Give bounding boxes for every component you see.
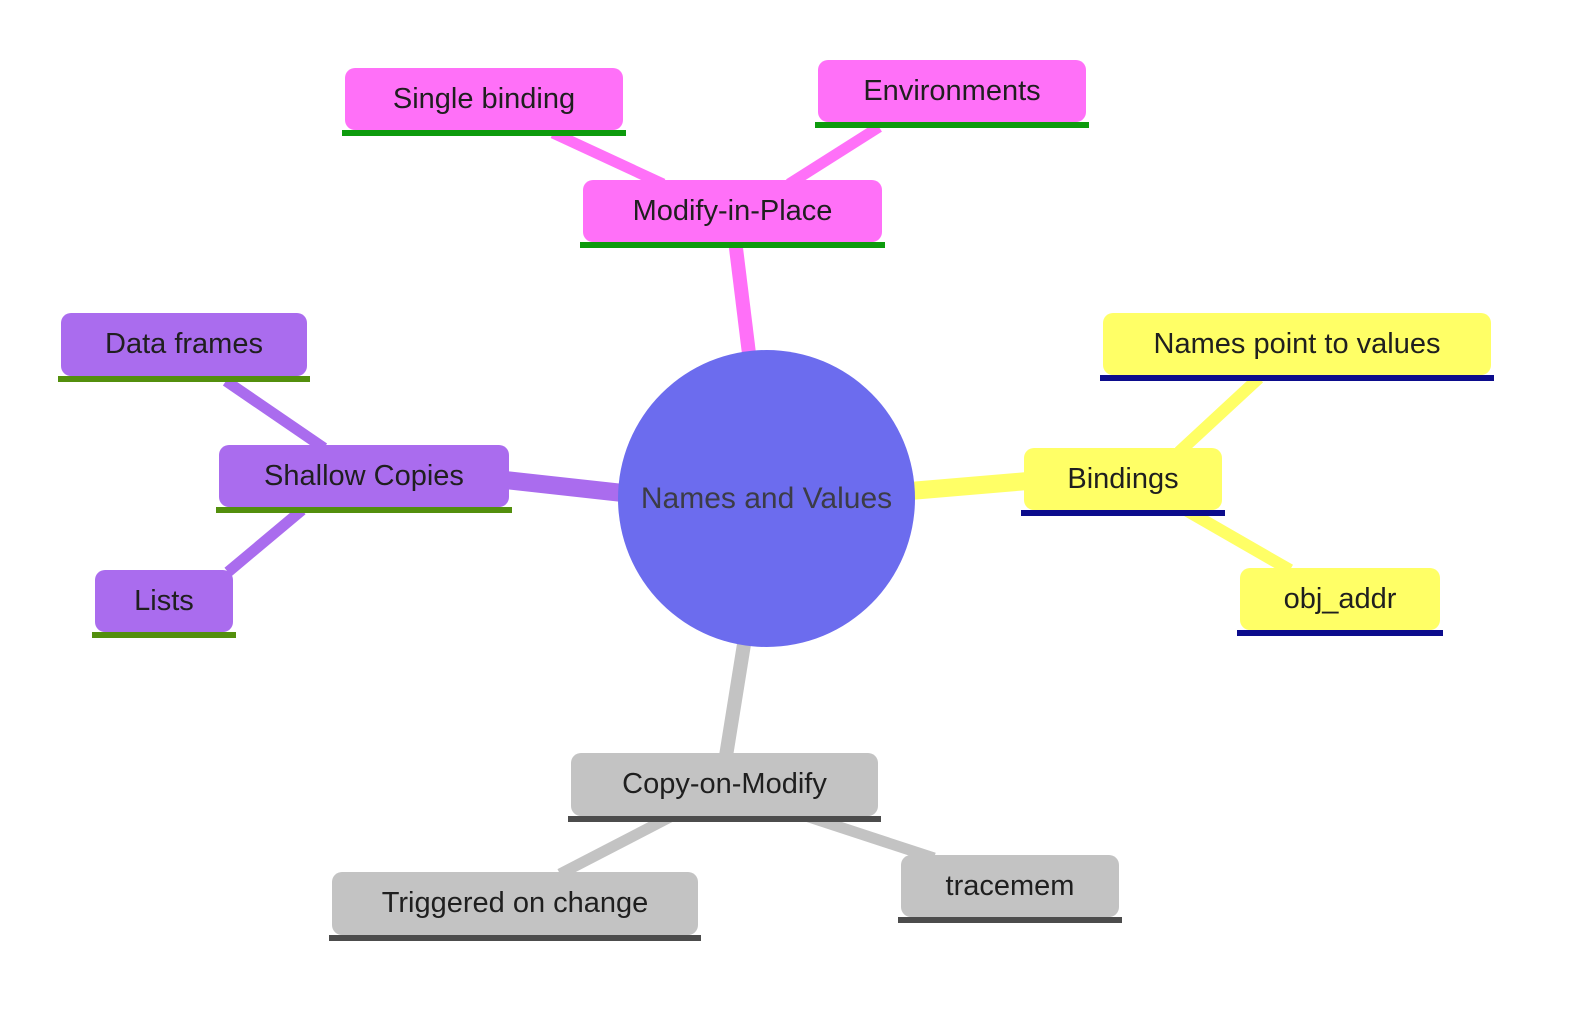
node-copy-on-modify[interactable]: Copy-on-Modify <box>568 753 881 822</box>
node-obj-addr-underline <box>1237 630 1443 636</box>
node-center-names-and-values[interactable]: Names and Values <box>618 350 915 647</box>
node-tracemem-underline <box>898 917 1122 923</box>
edge-modify-in-place-environments <box>786 122 882 189</box>
node-data-frames-underline <box>58 376 310 382</box>
node-names-point-to-values-label: Names point to values <box>1153 327 1441 360</box>
node-triggered-on-change-label: Triggered on change <box>381 887 649 919</box>
node-single-binding[interactable]: Single binding <box>342 68 626 136</box>
node-copy-on-modify-label: Copy-on-Modify <box>622 768 827 800</box>
node-environments-underline <box>815 122 1089 128</box>
node-modify-in-place-label: Modify-in-Place <box>632 194 833 227</box>
node-center-label: Names and Values <box>640 481 893 515</box>
node-names-point-to-values-underline <box>1100 375 1494 381</box>
node-data-frames[interactable]: Data frames <box>58 313 310 382</box>
node-single-binding-label: Single binding <box>392 82 576 115</box>
edge-bindings-names-point-to-values <box>1174 373 1264 457</box>
node-triggered-on-change-underline <box>329 935 701 941</box>
node-tracemem[interactable]: tracemem <box>898 855 1122 923</box>
node-triggered-on-change[interactable]: Triggered on change <box>329 872 701 941</box>
node-shallow-copies-underline <box>216 507 512 513</box>
edge-center-copy-on-modify <box>719 636 752 758</box>
node-modify-in-place[interactable]: Modify-in-Place <box>580 180 885 248</box>
node-bindings-label: Bindings <box>1067 462 1179 495</box>
node-shallow-copies[interactable]: Shallow Copies <box>216 445 512 513</box>
node-lists-underline <box>92 632 236 638</box>
node-obj-addr[interactable]: obj_addr <box>1237 568 1443 636</box>
node-environments-label: Environments <box>863 74 1041 107</box>
edge-copy-on-modify-tracemem <box>804 810 936 864</box>
node-copy-on-modify-underline <box>568 816 881 822</box>
edge-shallow-copies-data-frames <box>222 376 328 453</box>
node-environments[interactable]: Environments <box>815 60 1089 128</box>
node-data-frames-label: Data frames <box>105 328 263 360</box>
edge-shallow-copies-lists <box>224 505 306 577</box>
node-shallow-copies-label: Shallow Copies <box>264 459 464 492</box>
edge-center-bindings <box>909 472 1029 500</box>
node-modify-in-place-underline <box>580 242 885 248</box>
node-obj-addr-label: obj_addr <box>1283 582 1397 615</box>
node-tracemem-label: tracemem <box>945 869 1075 902</box>
node-names-point-to-values[interactable]: Names point to values <box>1100 313 1494 381</box>
node-bindings[interactable]: Bindings <box>1021 448 1225 516</box>
node-bindings-underline <box>1021 510 1225 516</box>
edge-copy-on-modify-triggered-on-change <box>557 811 675 879</box>
edge-bindings-obj-addr <box>1181 503 1293 576</box>
node-lists-label: Lists <box>134 584 194 617</box>
node-lists[interactable]: Lists <box>92 570 236 638</box>
edge-modify-in-place-single-binding <box>550 128 666 189</box>
node-single-binding-underline <box>342 130 626 136</box>
edge-center-shallow-copies <box>504 471 633 503</box>
